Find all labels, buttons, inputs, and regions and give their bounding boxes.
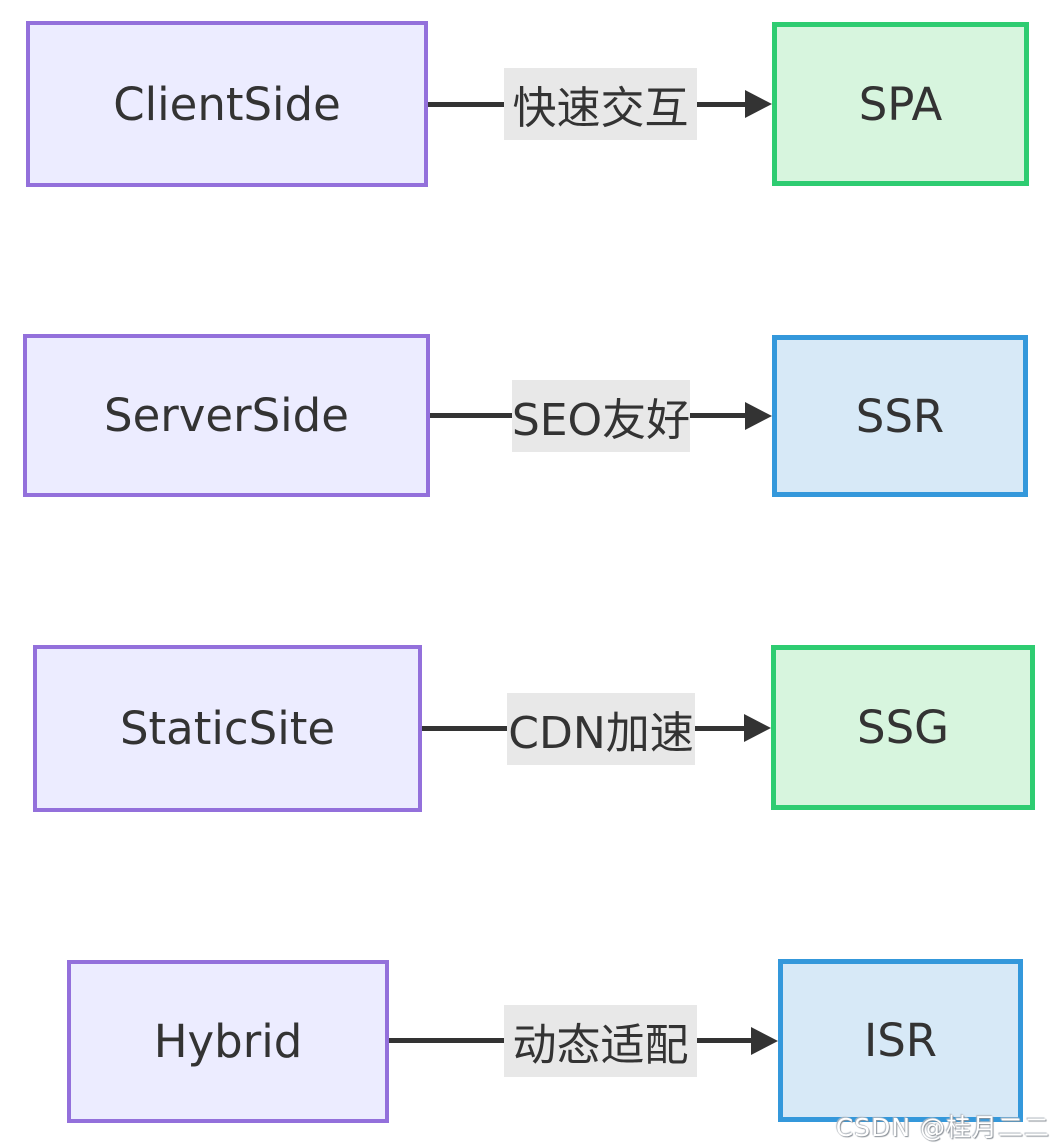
node-ssg-label: SSG <box>857 701 949 754</box>
node-hybrid: Hybrid <box>67 960 389 1123</box>
node-clientside-label: ClientSide <box>113 77 341 131</box>
node-spa-label: SPA <box>858 77 943 131</box>
arrowhead-icon <box>744 714 771 742</box>
edge-label-hybrid-isr: 动态适配 <box>504 1005 697 1077</box>
arrowhead-icon <box>751 1027 778 1055</box>
node-staticsite: StaticSite <box>33 645 422 812</box>
arrowhead-icon <box>745 402 772 430</box>
node-hybrid-label: Hybrid <box>153 1015 303 1068</box>
edge-label-clientside-spa: 快速交互 <box>504 68 697 140</box>
node-serverside-label: ServerSide <box>104 389 349 442</box>
node-staticsite-label: StaticSite <box>119 702 336 755</box>
edge-label-text: CDN加速 <box>508 708 694 759</box>
arrowhead-icon <box>745 90 772 118</box>
node-ssr: SSR <box>772 335 1028 497</box>
node-isr-label: ISR <box>863 1014 938 1067</box>
node-ssg: SSG <box>771 645 1035 810</box>
node-spa: SPA <box>772 22 1029 186</box>
edge-label-text: 快速交互 <box>512 83 689 134</box>
node-ssr-label: SSR <box>855 389 945 443</box>
edge-label-serverside-ssr: SEO友好 <box>512 380 690 452</box>
node-serverside: ServerSide <box>23 334 430 497</box>
csdn-watermark: CSDN @桂月二二 <box>835 1113 1050 1142</box>
node-isr: ISR <box>778 959 1023 1122</box>
edge-label-staticsite-ssg: CDN加速 <box>507 693 695 765</box>
node-clientside: ClientSide <box>26 21 428 187</box>
edge-label-text: 动态适配 <box>512 1020 689 1071</box>
edge-label-text: SEO友好 <box>511 395 691 446</box>
